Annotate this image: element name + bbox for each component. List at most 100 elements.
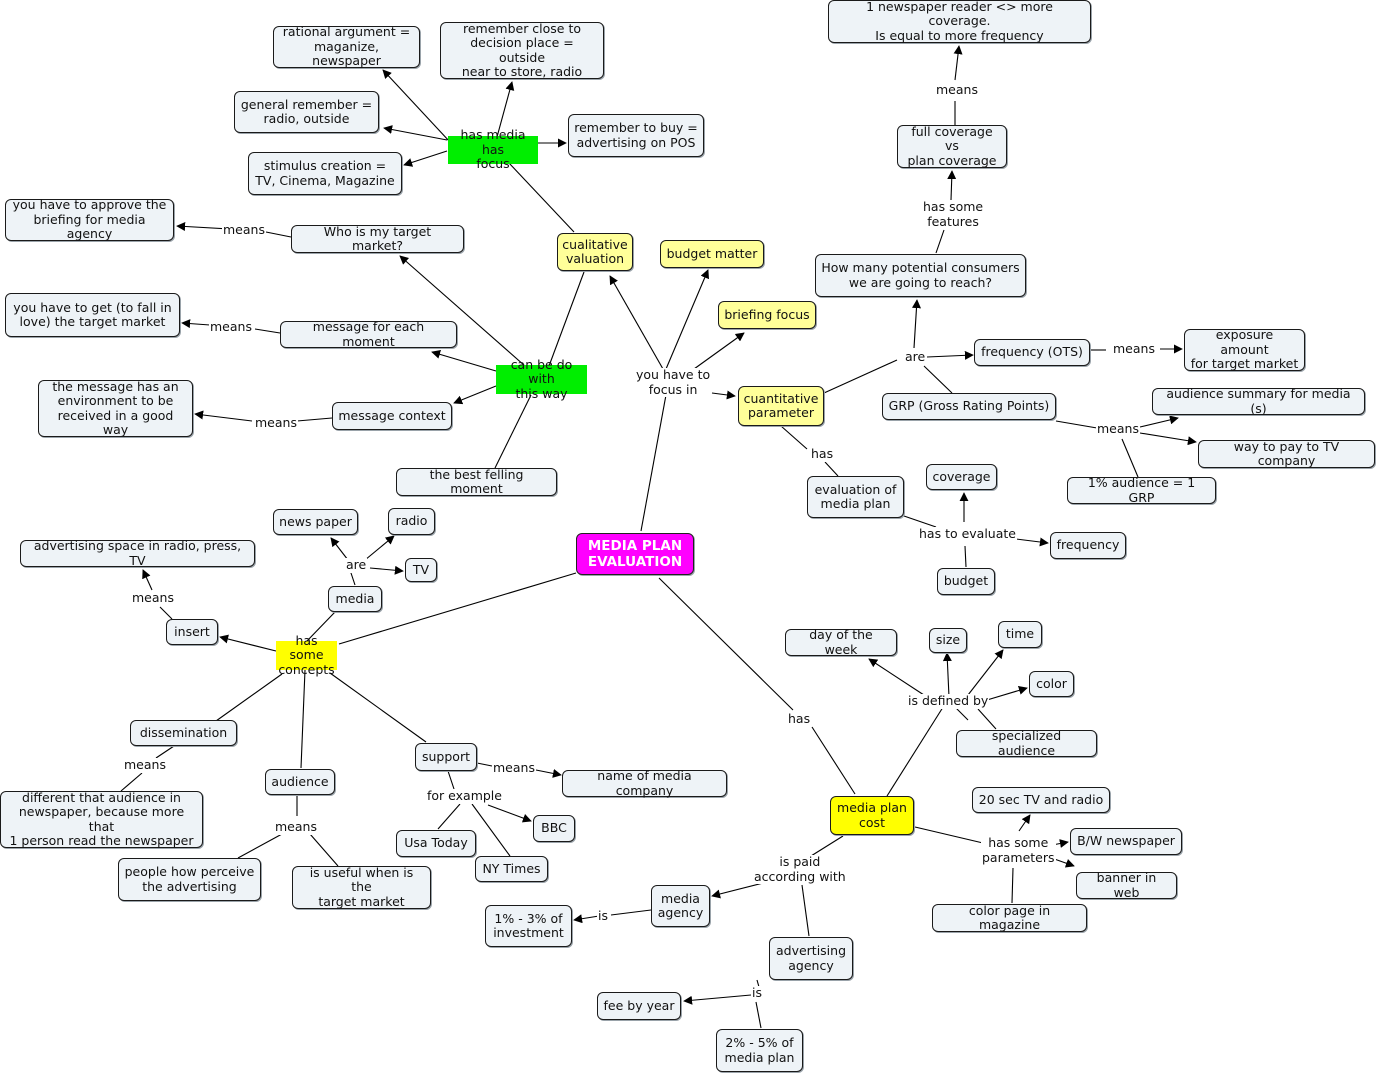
connector-arrow bbox=[1139, 432, 1197, 446]
link-label-are: are bbox=[345, 557, 368, 573]
name-media-company-node[interactable]: name of media company bbox=[562, 768, 727, 797]
connector-line bbox=[309, 833, 339, 867]
connector-arrow bbox=[942, 652, 952, 698]
time-node[interactable]: time bbox=[998, 621, 1042, 648]
connector-line bbox=[300, 669, 306, 769]
who-is-target-node[interactable]: Who is my target market? bbox=[291, 224, 464, 253]
rational-argument-node[interactable]: rational argument = maganize, newspaper bbox=[273, 25, 420, 68]
link-label-has: has bbox=[787, 711, 812, 727]
connector-line bbox=[476, 762, 493, 767]
connector-line bbox=[823, 359, 898, 394]
link-label-means: means bbox=[492, 760, 536, 776]
link-label-you-have-to-focus: you have to focus in bbox=[635, 367, 712, 397]
approve-briefing-node[interactable]: you have to approve the briefing for med… bbox=[5, 198, 174, 241]
support-node[interactable]: support bbox=[415, 743, 477, 771]
fall-in-love-node[interactable]: you have to get (to fall in love) the ta… bbox=[5, 293, 180, 337]
budget-node[interactable]: budget bbox=[937, 568, 995, 595]
audience-node[interactable]: audience bbox=[265, 769, 335, 795]
connector-arrow bbox=[609, 275, 664, 370]
remember-to-buy-node[interactable]: remember to buy = advertising on POS bbox=[568, 114, 704, 157]
connector-line bbox=[296, 417, 333, 422]
tv-node[interactable]: TV bbox=[405, 558, 437, 582]
link-label-is: is bbox=[597, 908, 609, 924]
message-environment-node[interactable]: the message has an environment to be rec… bbox=[38, 379, 193, 437]
grp-node[interactable]: GRP (Gross Rating Points) bbox=[882, 393, 1056, 420]
one-three-pct-node[interactable]: 1% - 3% of investment bbox=[485, 905, 572, 947]
evaluation-media-plan-node[interactable]: evaluation of media plan bbox=[807, 476, 904, 518]
media-agency-node[interactable]: media agency bbox=[651, 885, 710, 927]
media-plan-cost-node[interactable]: media plan cost bbox=[830, 796, 914, 835]
connector-line bbox=[329, 672, 427, 743]
full-coverage-node[interactable]: full coverage vs plan coverage bbox=[897, 124, 1007, 168]
has-some-concepts-node[interactable]: has some concepts bbox=[276, 633, 337, 677]
can-be-do-node[interactable]: can be do with this way bbox=[496, 357, 587, 401]
link-label-means: means bbox=[1112, 341, 1156, 357]
frequency-ots-node[interactable]: frequency (OTS) bbox=[974, 339, 1090, 366]
link-label-is: is bbox=[751, 985, 763, 1001]
size-node[interactable]: size bbox=[929, 628, 967, 653]
connector-line bbox=[1011, 867, 1014, 904]
color-page-node[interactable]: color page in magazine bbox=[932, 903, 1087, 932]
specialized-audience-node[interactable]: specialized audience bbox=[956, 728, 1097, 757]
newspaper-reader-node[interactable]: 1 newspaper reader <> more coverage. Is … bbox=[828, 0, 1091, 43]
message-context-node[interactable]: message context bbox=[332, 402, 452, 430]
radio-node[interactable]: radio bbox=[388, 508, 435, 535]
connector-arrow bbox=[986, 686, 1028, 701]
connector-line bbox=[159, 606, 173, 620]
different-audience-node[interactable]: different that audience in newspaper, be… bbox=[0, 790, 203, 848]
bw-newspaper-node[interactable]: B/W newspaper bbox=[1070, 828, 1182, 855]
link-label-means: means bbox=[123, 757, 167, 773]
message-each-moment-node[interactable]: message for each moment bbox=[280, 319, 457, 348]
connector-arrow bbox=[1139, 415, 1179, 428]
connector-arrow bbox=[535, 768, 562, 778]
remember-close-node[interactable]: remember close to decision place = outsi… bbox=[440, 21, 604, 79]
advertising-space-node[interactable]: advertising space in radio, press, TV bbox=[20, 538, 255, 567]
bbc-node[interactable]: BBC bbox=[533, 815, 575, 842]
link-label-is-paid-according: is paid according with bbox=[753, 854, 847, 884]
stimulus-creation-node[interactable]: stimulus creation = TV, Cinema, Magazine bbox=[248, 152, 402, 195]
connector-line bbox=[824, 461, 839, 477]
connector-arrow bbox=[693, 332, 745, 370]
ny-times-node[interactable]: NY Times bbox=[475, 856, 548, 882]
banner-web-node[interactable]: banner in web bbox=[1076, 870, 1177, 899]
connector-arrow bbox=[142, 569, 153, 591]
media-node[interactable]: media bbox=[328, 586, 382, 612]
connector-arrow bbox=[330, 537, 349, 561]
usa-today-node[interactable]: Usa Today bbox=[396, 830, 476, 857]
briefing-focus-node[interactable]: briefing focus bbox=[718, 301, 816, 329]
cualitative-valuation-node[interactable]: cualitative valuation bbox=[557, 233, 633, 271]
two-five-pct-node[interactable]: 2% - 5% of media plan bbox=[716, 1029, 803, 1072]
link-label-has-some-features: has some features bbox=[922, 199, 985, 229]
budget-matter-node[interactable]: budget matter bbox=[660, 240, 764, 268]
news-paper-node[interactable]: news paper bbox=[273, 509, 358, 535]
dissemination-node[interactable]: dissemination bbox=[130, 720, 237, 746]
way-to-pay-node[interactable]: way to pay to TV company bbox=[1198, 439, 1375, 468]
connector-line bbox=[120, 772, 143, 792]
best-felling-moment-node[interactable]: the best felling moment bbox=[396, 467, 557, 496]
day-of-week-node[interactable]: day of the week bbox=[785, 627, 897, 656]
connector-line bbox=[447, 770, 455, 790]
connector-line bbox=[923, 365, 953, 394]
general-remember-node[interactable]: general remember = radio, outside bbox=[234, 91, 379, 133]
connector-arrow bbox=[496, 81, 515, 138]
people-perceive-node[interactable]: people how perceive the advertising bbox=[118, 858, 261, 901]
fee-by-year-node[interactable]: fee by year bbox=[597, 992, 681, 1020]
root-node[interactable]: MEDIA PLAN EVALUATION bbox=[576, 533, 694, 575]
audience-summary-node[interactable]: audience summary for media (s) bbox=[1152, 386, 1365, 415]
connector-line bbox=[215, 673, 283, 722]
frequency-node[interactable]: frequency bbox=[1050, 532, 1126, 559]
advertising-agency-node[interactable]: advertising agency bbox=[769, 937, 853, 980]
connector-arrow bbox=[683, 994, 752, 1005]
insert-node[interactable]: insert bbox=[166, 619, 218, 645]
has-media-has-focus-node[interactable]: has media has focus bbox=[448, 128, 538, 171]
cuantitative-parameter-node[interactable]: cuantitative parameter bbox=[738, 386, 824, 426]
useful-target-node[interactable]: is useful when is the target market bbox=[292, 865, 431, 909]
exposure-amount-node[interactable]: exposure amount for target market bbox=[1184, 328, 1305, 371]
connector-line bbox=[437, 803, 461, 830]
tv-radio-20-node[interactable]: 20 sec TV and radio bbox=[972, 787, 1110, 813]
color-node[interactable]: color bbox=[1029, 671, 1074, 697]
coverage-node[interactable]: coverage bbox=[926, 464, 997, 490]
how-many-consumers-node[interactable]: How many potential consumers we are goin… bbox=[815, 254, 1026, 297]
one-pct-grp-node[interactable]: 1% audience = 1 GRP bbox=[1067, 475, 1216, 504]
